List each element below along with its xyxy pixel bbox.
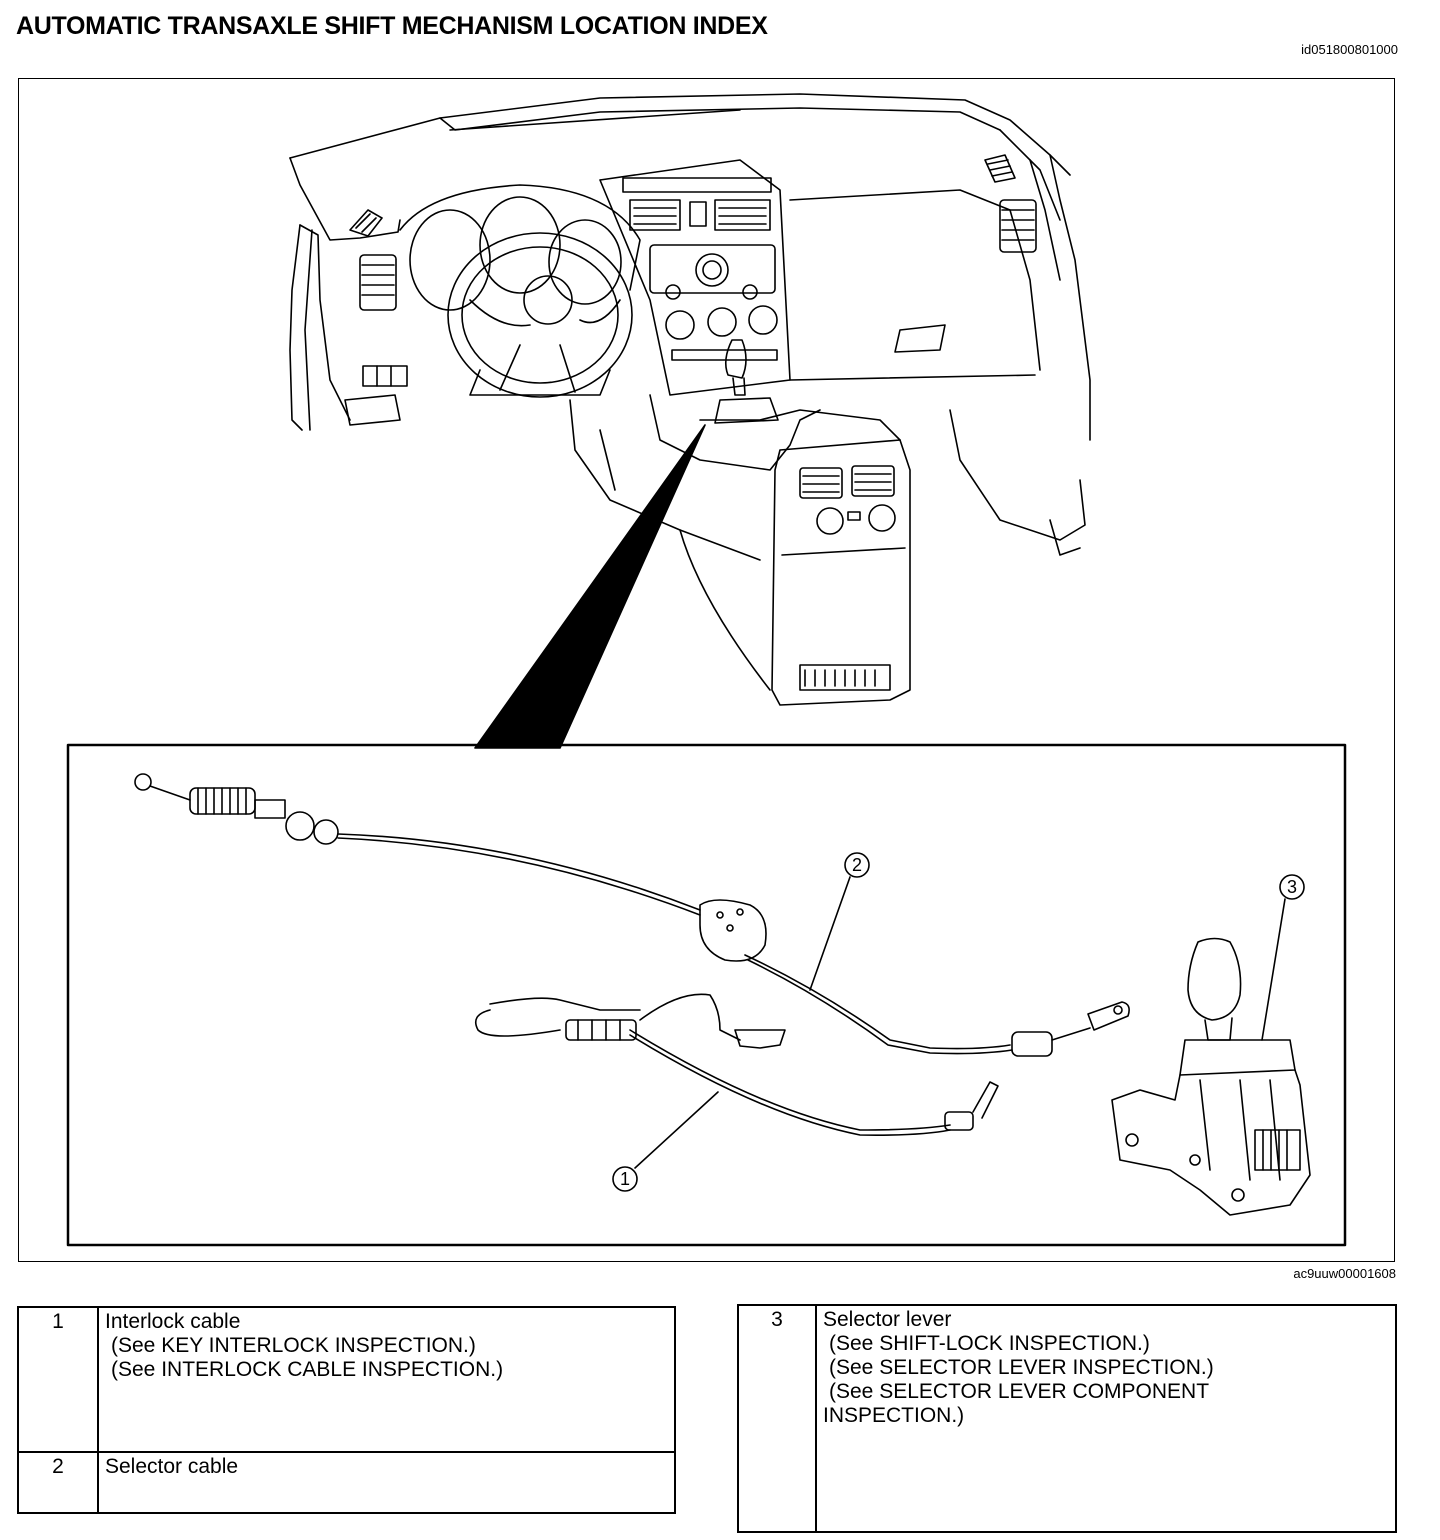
legend-reference[interactable]: (See SELECTOR LEVER INSPECTION.) bbox=[829, 1356, 1214, 1379]
legend-reference[interactable]: (See SELECTOR LEVER COMPONENT bbox=[829, 1380, 1210, 1403]
callout-3: 3 bbox=[1261, 874, 1305, 1041]
legend-table-left: 1 Interlock cable (See KEY INTERLOCK INS… bbox=[17, 1306, 676, 1514]
callout-2: 2 bbox=[809, 852, 870, 991]
legend-description: Selector lever (See SHIFT-LOCK INSPECTIO… bbox=[815, 1304, 1397, 1533]
legend-row: 3 Selector lever (See SHIFT-LOCK INSPECT… bbox=[737, 1304, 1397, 1533]
callout-1-label: 1 bbox=[620, 1169, 630, 1189]
page-title: AUTOMATIC TRANSAXLE SHIFT MECHANISM LOCA… bbox=[16, 12, 768, 40]
legend-description: Interlock cable (See KEY INTERLOCK INSPE… bbox=[97, 1306, 676, 1453]
legend-description: Selector cable bbox=[97, 1451, 676, 1514]
legend-reference-tail[interactable]: INSPECTION.) bbox=[823, 1404, 965, 1427]
legend-number: 3 bbox=[737, 1304, 817, 1533]
legend-item-name: Interlock cable bbox=[105, 1310, 241, 1333]
callout-2-label: 2 bbox=[852, 855, 862, 875]
legend-reference[interactable]: (See SHIFT-LOCK INSPECTION.) bbox=[829, 1332, 1150, 1355]
callout-3-label: 3 bbox=[1287, 877, 1297, 897]
legend-item-name: Selector cable bbox=[105, 1455, 239, 1478]
zoom-pointer bbox=[474, 424, 706, 749]
legend-row: 2 Selector cable bbox=[17, 1451, 676, 1514]
selector-lever-assembly bbox=[1111, 937, 1311, 1216]
interlock-cable bbox=[474, 993, 999, 1136]
figure-id: ac9uuw00001608 bbox=[1293, 1266, 1396, 1281]
figure-frame bbox=[18, 78, 1395, 1262]
detail-inset-frame bbox=[66, 743, 1347, 1247]
legend-number: 2 bbox=[17, 1451, 99, 1514]
document-id: id051800801000 bbox=[1301, 42, 1398, 57]
legend-row: 1 Interlock cable (See KEY INTERLOCK INS… bbox=[17, 1306, 676, 1453]
dashboard-illustration bbox=[289, 93, 1091, 706]
legend-table-right: 3 Selector lever (See SHIFT-LOCK INSPECT… bbox=[737, 1304, 1397, 1533]
legend-number: 1 bbox=[17, 1306, 99, 1453]
callout-1: 1 bbox=[612, 1091, 719, 1192]
legend-reference[interactable]: (See KEY INTERLOCK INSPECTION.) bbox=[111, 1334, 476, 1357]
legend-reference[interactable]: (See INTERLOCK CABLE INSPECTION.) bbox=[111, 1358, 504, 1381]
legend-item-name: Selector lever bbox=[823, 1308, 952, 1331]
selector-cable bbox=[134, 773, 1130, 1057]
